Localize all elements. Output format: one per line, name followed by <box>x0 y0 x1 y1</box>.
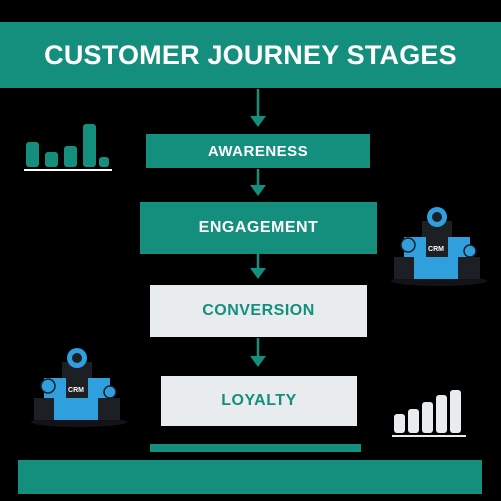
stage-loyalty: LOYALTY <box>161 376 357 426</box>
arrow-4-head <box>250 356 266 367</box>
stage-engagement: ENGAGEMENT <box>140 202 377 254</box>
title-banner: CUSTOMER JOURNEY STAGES <box>0 22 501 88</box>
stage-conversion-label: CONVERSION <box>202 302 315 319</box>
crm-cube-pyramid-icon: CRM <box>391 207 487 286</box>
arrow-2-head <box>250 185 266 196</box>
crm-label: CRM <box>428 246 444 253</box>
crm-cube-pyramid-icon: CRM <box>31 348 127 427</box>
bottom-connector <box>150 444 361 452</box>
stage-awareness-label: AWARENESS <box>207 142 309 160</box>
arrow-3-head <box>250 268 266 279</box>
crm-label: CRM <box>68 387 84 394</box>
stage-engagement-label: ENGAGEMENT <box>198 219 319 236</box>
stage-conversion: CONVERSION <box>150 285 367 337</box>
stage-loyalty-label: LOYALTY <box>221 392 297 409</box>
stage-awareness: AWARENESS <box>146 134 370 168</box>
bar-chart-icon <box>392 390 466 437</box>
bar-chart-icon <box>24 124 112 171</box>
arrow-1-head <box>250 116 266 127</box>
bottom-bar <box>18 460 482 494</box>
page-title: CUSTOMER JOURNEY STAGES <box>44 39 457 70</box>
